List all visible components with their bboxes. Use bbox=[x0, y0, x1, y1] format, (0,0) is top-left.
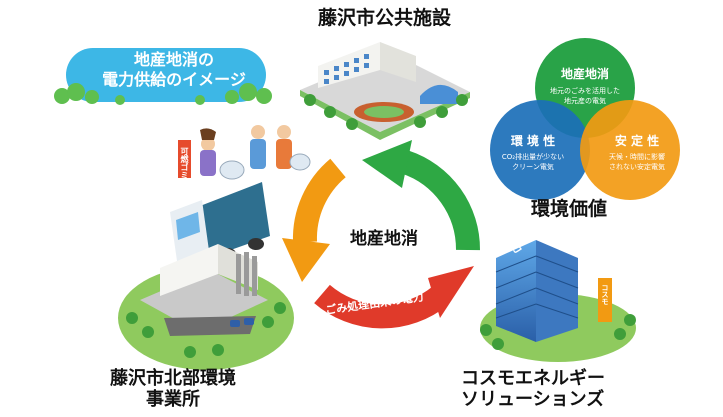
center-label: 地産地消 bbox=[350, 228, 418, 249]
orange-arrow bbox=[292, 158, 347, 243]
green-arrow bbox=[400, 150, 481, 251]
facility-title: 藤沢市公共施設 bbox=[318, 7, 452, 29]
environmental-value-title: 環境価値 bbox=[531, 198, 608, 220]
company-title-line-1: コスモエネルギー bbox=[461, 368, 605, 389]
venn-title-stability: 安 定 性 bbox=[615, 133, 659, 148]
red-arrow bbox=[314, 284, 448, 329]
banner-line-2: 電力供給のイメージ bbox=[102, 70, 246, 89]
venn-diagram: 地産地消 地元のごみを活用した 地元産の電気 環 境 性 CO₂排出量が少ない … bbox=[490, 38, 680, 200]
company-title-line-2: ソリューションズ bbox=[461, 388, 605, 410]
waste-plant-title-line-1: 藤沢市北部環境 bbox=[110, 368, 236, 389]
garbage-sign-text: 可燃ゴミ bbox=[179, 147, 189, 179]
company-sign-text: コスモ bbox=[601, 284, 609, 305]
orange-arrowhead bbox=[282, 238, 330, 282]
waste-plant-title-line-2: 事業所 bbox=[146, 388, 200, 410]
venn-text-stability-1: 天候・時間に影響 bbox=[609, 152, 665, 161]
public-facility-illustration bbox=[300, 42, 470, 140]
garbage-collection-illustration: 可燃ゴミ bbox=[178, 125, 311, 180]
cycle-arrows: ごみ処理由来の電力 ごみ処理由来の電力 ごみ 地産地消 bbox=[282, 140, 526, 329]
venn-circle-stability bbox=[580, 100, 680, 200]
venn-text-stability-2: されない安定電気 bbox=[609, 162, 665, 171]
venn-circle-environment bbox=[490, 100, 590, 200]
company-title: コスモエネルギー ソリューションズ bbox=[461, 368, 605, 410]
venn-title-local: 地産地消 bbox=[561, 66, 609, 81]
green-arrowhead bbox=[362, 140, 412, 188]
venn-text-environment-2: クリーン電気 bbox=[512, 162, 554, 171]
red-arrowhead bbox=[428, 266, 474, 318]
waste-plant-title: 藤沢市北部環境 事業所 bbox=[110, 368, 236, 410]
venn-title-environment: 環 境 性 bbox=[511, 133, 555, 148]
waste-plant-illustration bbox=[118, 244, 294, 370]
banner-line-1: 地産地消の bbox=[133, 50, 214, 69]
venn-text-local-1: 地元のごみを活用した bbox=[550, 86, 620, 95]
office-building-illustration: コスモ bbox=[480, 240, 636, 362]
banner bbox=[54, 48, 272, 105]
venn-text-environment-1: CO₂排出量が少ない bbox=[502, 152, 564, 161]
venn-text-local-2: 地元産の電気 bbox=[564, 96, 606, 105]
